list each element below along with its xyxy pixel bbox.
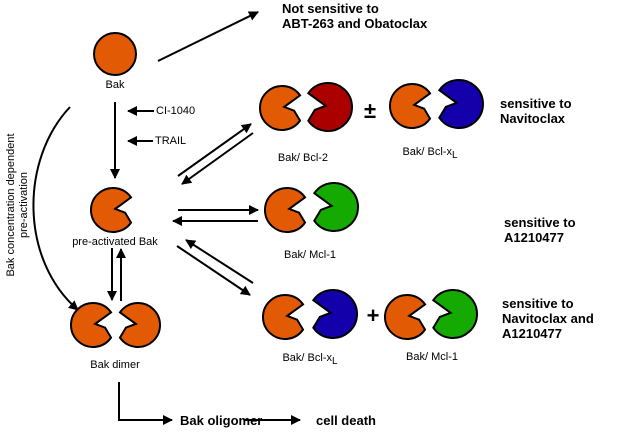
bak-bclxl-top-complex-bak (389, 83, 432, 129)
arrow-bottom-to-pre (185, 239, 254, 284)
bak-mcl1-complex-partner (312, 182, 359, 232)
bak-bcl2-label: Bak/ Bcl-2 (278, 152, 328, 164)
molecule-shapes (70, 32, 484, 348)
both-line3: A1210477 (502, 326, 562, 341)
bak-bclxl-top-subscript: L (452, 150, 458, 161)
arrows (32, 11, 301, 425)
bak-bclxl-top-complex-partner (437, 79, 484, 129)
plus-minus-sign: ± (364, 98, 376, 123)
bak-bclxl-bottom-label: Bak/ Bcl-xL (282, 352, 338, 367)
bak-mcl1-complex-bak (264, 187, 307, 233)
pre-activated-bak-label: pre-activated Bak (72, 236, 158, 248)
bak-mcl1-label: Bak/ Mcl-1 (284, 249, 336, 261)
arrow-concentration-curve (32, 106, 79, 311)
arrow-bak-to-not-sensitive (157, 11, 259, 62)
bak-bcl2-complex-bak (259, 85, 302, 131)
bak-bclxl-top-label: Bak/ Bcl-xL (402, 146, 458, 161)
bak-oligomer-label: Bak oligomer (180, 413, 262, 428)
bak-bclxl-bottom-complex-partner (311, 289, 358, 339)
trail-label: TRAIL (155, 135, 186, 147)
side-label-line1: Bak concentration dependent (5, 133, 17, 276)
bak-bclxl-bottom-complex-bak (262, 294, 305, 340)
navitoclax-line1: sensitive to (500, 96, 572, 111)
not-sensitive-line2: ABT-263 and Obatoclax (282, 16, 428, 31)
cell-death-label: cell death (316, 413, 376, 428)
bak-mcl1-bottom-complex-partner (431, 289, 478, 339)
bak-mcl1-bottom-complex-bak (384, 294, 427, 340)
pre-activated-bak-shape (90, 187, 133, 233)
bak-bclxl-top-text: Bak/ Bcl-x (402, 146, 452, 158)
arrow-pre-to-bottom (176, 245, 251, 296)
navitoclax-line2: Navitoclax (500, 111, 566, 126)
bak-monomer-shape (93, 32, 137, 76)
bak-label: Bak (106, 79, 125, 91)
bak-bclxl-bottom-subscript: L (332, 356, 338, 367)
bak-bcl2-complex-partner (306, 82, 353, 132)
bak-mcl1-bottom-label: Bak/ Mcl-1 (406, 351, 458, 363)
a1210477-line2: A1210477 (504, 230, 564, 245)
both-line2: Navitoclax and (502, 311, 594, 326)
plus-sign: + (367, 303, 380, 328)
ci1040-label: CI-1040 (156, 105, 195, 117)
bak-dimer-right-shape (118, 302, 161, 348)
not-sensitive-line1: Not sensitive to (282, 1, 379, 16)
bak-dimer-left-shape (70, 302, 113, 348)
side-label: Bak concentration dependent pre-activati… (5, 133, 30, 276)
both-line1: sensitive to (502, 296, 574, 311)
arrow-bcl2-to-pre (181, 132, 254, 185)
arrow-pre-to-bcl2 (177, 123, 252, 177)
a1210477-line1: sensitive to (504, 215, 576, 230)
side-label-line2: pre-activation (18, 172, 30, 238)
arrow-dimer-to-oligomer (118, 382, 173, 425)
bak-bclxl-bottom-text: Bak/ Bcl-x (282, 352, 332, 364)
bak-dimer-label: Bak dimer (90, 359, 140, 371)
